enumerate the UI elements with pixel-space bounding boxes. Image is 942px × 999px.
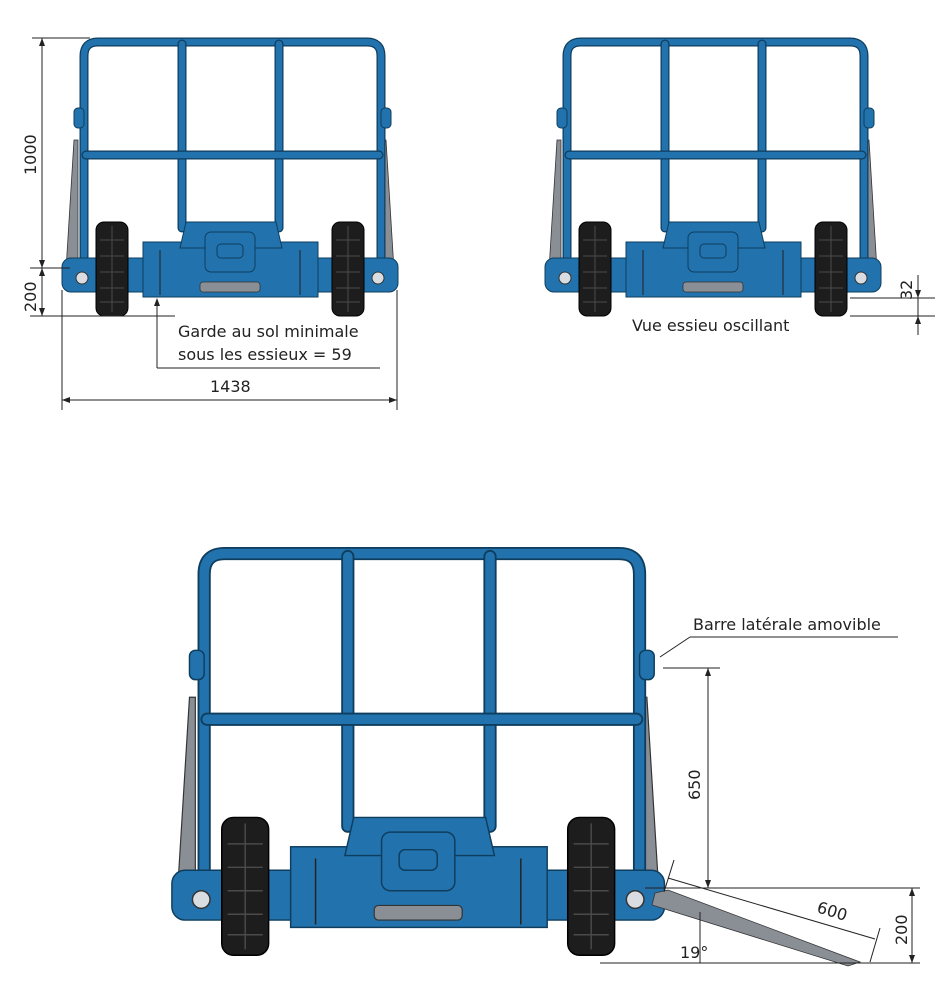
height-dimension-lines [30,37,175,317]
bar-height-dimension-lines [705,668,711,888]
clearance-note-line2: sous les essieux = 59 [178,345,352,364]
oscillation-32-label: 32 [897,280,916,300]
front-view: 1000 200 Garde au sol minimale sous les … [21,37,398,410]
ramp-view: Barre latérale amovible 650 600 200 19° [172,554,920,967]
ramp-length-dimension-lines [663,859,881,963]
clearance-note-line1: Garde au sol minimale [178,322,359,341]
side-bar-leader [659,636,898,669]
width-dimension-lines [61,290,398,410]
side-bar-label: Barre latérale amovible [693,615,881,634]
vehicle-drawing-oscillating [545,42,881,316]
ramp-height-200-label: 200 [892,914,911,945]
ramp-height-dimension-lines [909,888,915,963]
width-1438-label: 1438 [210,377,251,396]
ramp-angle-label: 19° [680,943,708,962]
oscillating-axle-view: 32 Vue essieu oscillant [545,42,935,335]
vehicle-drawing-large [172,554,665,956]
clearance-leader [154,298,380,369]
oscillation-dimension-lines [850,275,935,335]
ramp-length-600-label: 600 [815,898,850,925]
bar-height-650-label: 650 [685,769,704,800]
ramp [651,889,862,967]
oscillating-caption: Vue essieu oscillant [632,316,789,335]
vehicle-drawing [62,42,398,316]
height-1000-label: 1000 [21,134,40,175]
platform-200-label: 200 [21,281,40,312]
